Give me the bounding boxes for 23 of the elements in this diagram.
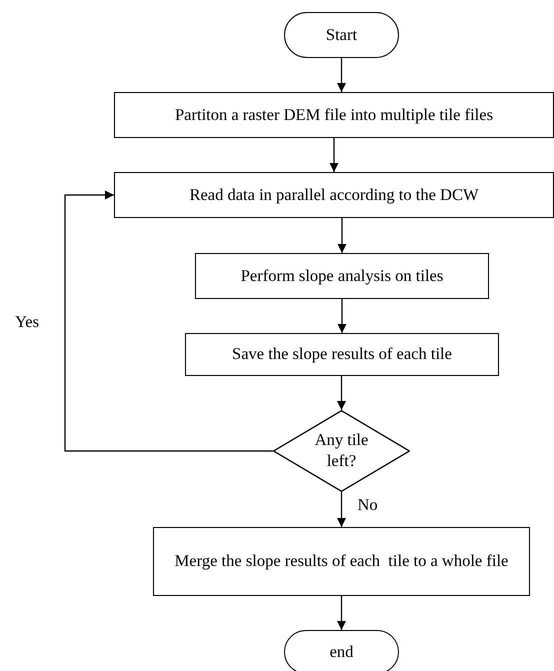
arrow xyxy=(338,218,346,253)
arrow xyxy=(337,596,346,630)
node-label: Partiton a raster DEM file into multiple tile files xyxy=(174,104,493,126)
node-label: Perform slope analysis on tiles xyxy=(240,266,444,286)
process-box xyxy=(195,253,489,299)
node-label: Save the slope results of each tile xyxy=(232,344,452,365)
arrow xyxy=(337,492,346,527)
arrow xyxy=(337,376,346,410)
process-box xyxy=(114,172,554,218)
node-label: end xyxy=(330,642,354,662)
arrow xyxy=(64,190,273,452)
arrow xyxy=(330,138,338,172)
process-box xyxy=(153,527,530,596)
node-label: Start xyxy=(326,24,358,46)
node-label: Merge the slope results of each tile to a whole file xyxy=(174,551,508,572)
process-box xyxy=(114,92,554,138)
terminal-shape xyxy=(284,630,399,671)
terminal-shape xyxy=(284,12,399,58)
node-label: Any tile left? xyxy=(314,430,370,472)
node-label: Read data in parallel according to the DCW xyxy=(189,184,479,206)
process-box xyxy=(185,333,499,376)
arrow xyxy=(338,299,346,333)
arrow xyxy=(337,58,346,92)
